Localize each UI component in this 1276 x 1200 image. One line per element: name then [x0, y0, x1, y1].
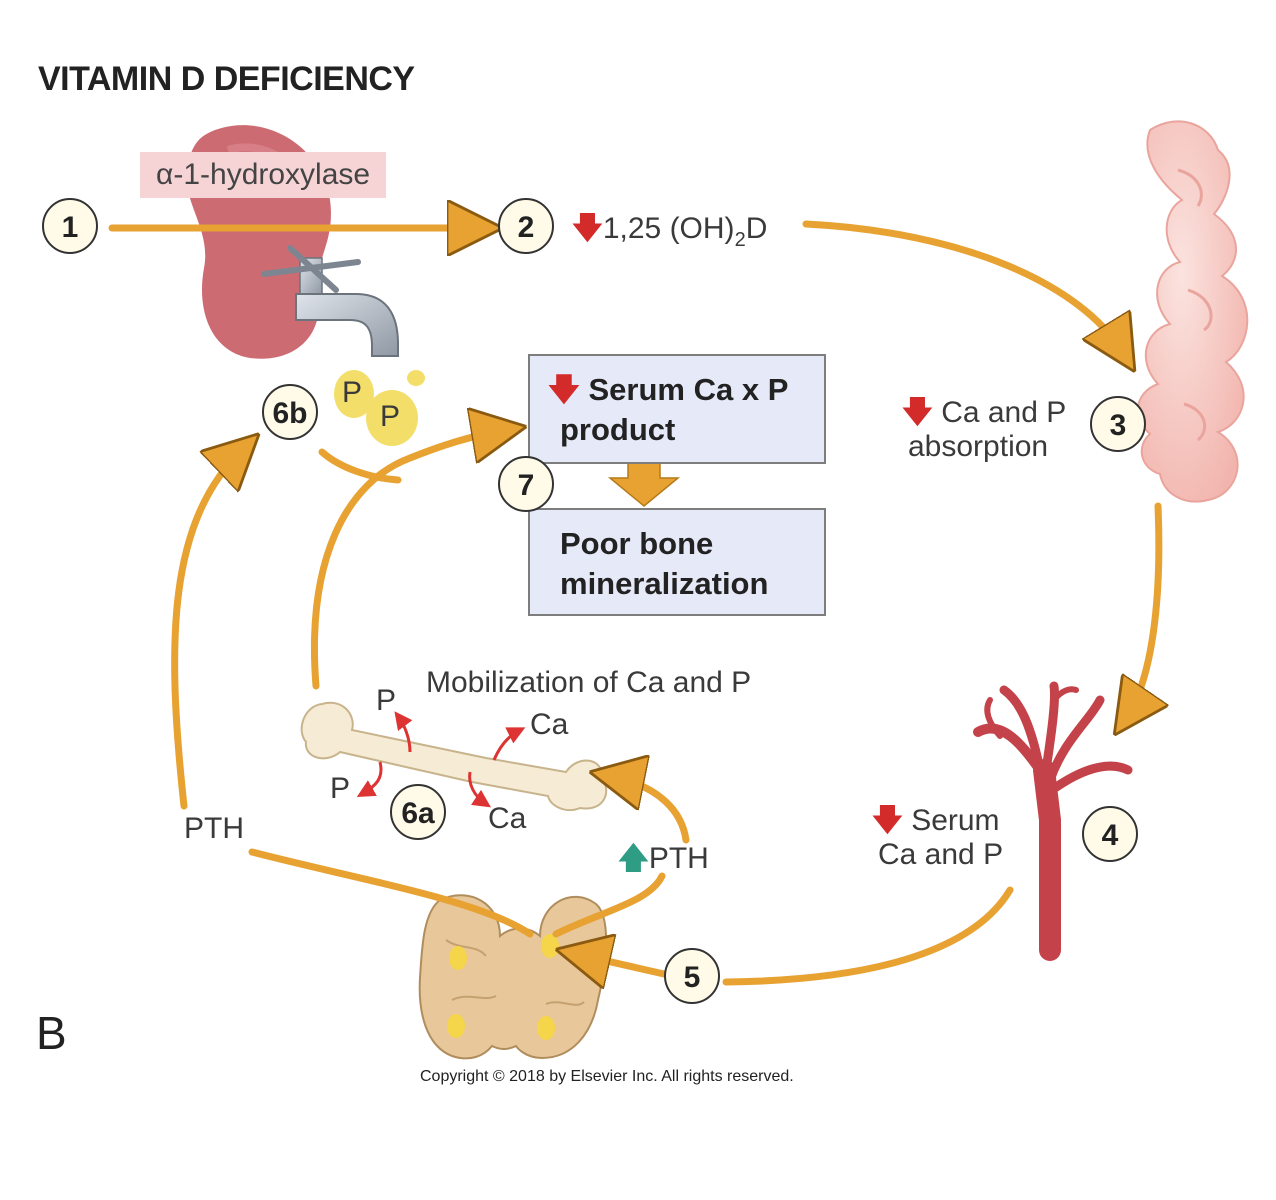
decrease-arrow-icon: 🡇 — [572, 212, 603, 245]
decrease-arrow-icon: 🡇 — [902, 396, 933, 429]
step-2-label: 🡇1,25 (OH)2D — [572, 206, 767, 257]
parathyroid-gland-illustration — [418, 894, 608, 1060]
arrow-parathyroid-to-pth-up — [552, 872, 666, 938]
ion-release-arrows — [356, 711, 526, 808]
intestine-illustration — [1136, 120, 1249, 503]
step-4-badge: 4 — [1082, 806, 1138, 862]
step-4-label: 🡇 Serum — [872, 798, 1000, 849]
step-3-line2: absorption — [908, 430, 1049, 463]
step-2-subscript: 2 — [734, 229, 746, 251]
pth-left-label: PTH — [184, 812, 244, 845]
serum-product-line2: product — [560, 412, 676, 447]
enzyme-label: α-1-hydroxylase — [140, 152, 387, 198]
arrow-pth-up-to-bone — [610, 776, 690, 844]
serum-product-text: Serum Ca x P — [588, 372, 789, 407]
step-2-suffix: D — [745, 212, 768, 245]
poor-mineralization-box: Poor bone mineralization — [528, 508, 826, 616]
panel-letter: B — [36, 1007, 67, 1059]
serum-product-line1: 🡇 Serum Ca x P — [548, 370, 824, 410]
arrow-parathyroid-to-pth-left — [248, 848, 534, 938]
mobilization-label: Mobilization of Ca and P — [426, 666, 752, 699]
arrow-step5-to-parathyroid — [576, 954, 668, 974]
step-1-badge: 1 — [42, 198, 98, 254]
arrow-bone-to-box — [311, 430, 506, 690]
step-6b-badge: 6b — [262, 384, 318, 440]
increase-arrow-icon: 🡅 — [618, 842, 649, 875]
step-7-badge: 7 — [498, 456, 554, 512]
blood-vessel-illustration — [973, 681, 1133, 961]
serum-product-box: 🡇 Serum Ca x P product — [528, 354, 826, 464]
step-3-badge: 3 — [1090, 396, 1146, 452]
step-2-badge: 2 — [498, 198, 554, 254]
diagram-title: VITAMIN D DEFICIENCY — [38, 60, 415, 98]
bone-illustration — [300, 701, 608, 812]
box-connector-arrow — [607, 461, 681, 507]
arrow-pth-left-to-6b — [171, 448, 244, 810]
arrow-vessel-to-step5 — [722, 886, 1014, 986]
bone-ion-ca-bottom: Ca — [488, 802, 527, 835]
decrease-arrow-icon: 🡇 — [872, 804, 903, 837]
step-3-label: 🡇 Ca and P — [902, 390, 1066, 441]
step-5-badge: 5 — [664, 948, 720, 1004]
arrow-step2-to-intestine — [802, 220, 1124, 354]
phosphate-drops — [334, 370, 425, 446]
poor-mineralization-line2: mineralization — [560, 566, 769, 601]
copyright-notice: Copyright © 2018 by Elsevier Inc. All ri… — [420, 1068, 794, 1085]
bone-ion-p-bottom: P — [330, 772, 351, 805]
arrow-6b-to-box — [318, 448, 402, 484]
pth-increase-label: 🡅PTH — [618, 836, 709, 887]
pathway-arrows — [108, 220, 1159, 986]
phosphate-drop-label-2: P — [380, 400, 401, 433]
step-4-line1: Serum — [911, 804, 1000, 837]
pth-increase-text: PTH — [648, 842, 709, 875]
poor-mineralization-line1: Poor bone — [560, 526, 714, 561]
step-6a-badge: 6a — [390, 784, 446, 840]
step-2-prefix: 1,25 (OH) — [602, 212, 735, 245]
bone-ion-p-top: P — [376, 684, 397, 717]
step-3-line1: Ca and P — [941, 396, 1067, 429]
bone-ion-ca-top: Ca — [530, 708, 569, 741]
phosphate-drop-label-1: P — [342, 376, 363, 409]
decrease-arrow-icon: 🡇 — [548, 372, 580, 407]
faucet-illustration — [261, 245, 399, 357]
arrow-intestine-to-vessel — [1126, 502, 1159, 718]
step-4-line2: Ca and P — [878, 838, 1004, 871]
